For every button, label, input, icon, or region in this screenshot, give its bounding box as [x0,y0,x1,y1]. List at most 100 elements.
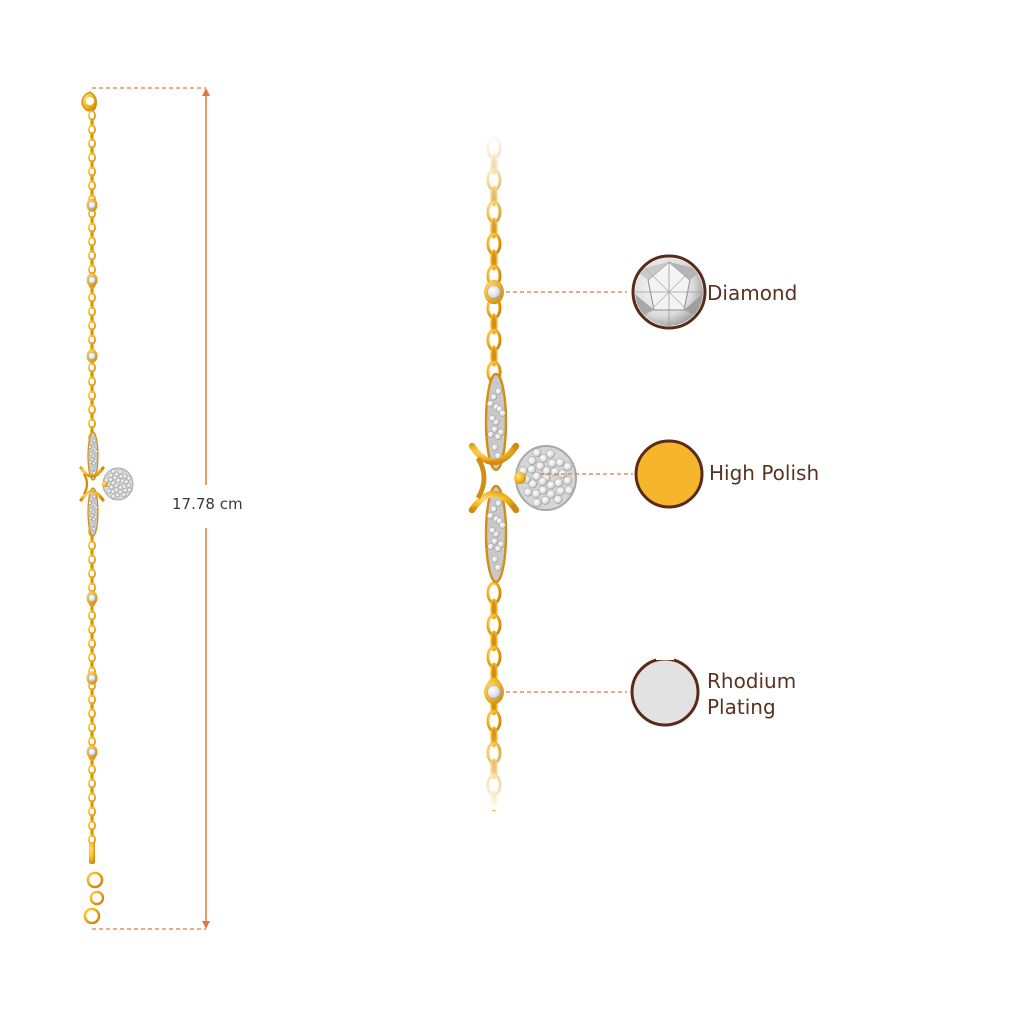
pave-diamond [94,505,99,510]
pave-diamond [541,495,550,505]
pave-diamond [88,501,92,505]
pave-diamond [538,454,548,463]
pave-diamond [491,537,499,545]
clasp-opening [86,97,94,105]
pave-diamond [532,471,542,481]
diamond-stone [87,351,97,361]
diamond-stone [87,673,97,683]
arrow-down-icon [202,921,210,929]
callout-label-rhodium-line1: Rhodium [707,669,797,693]
pave-diamond [486,400,494,408]
pave-diamond [553,495,563,504]
pave-diamond [564,485,574,495]
pave-diamond [88,445,92,449]
pave-diamond [118,474,124,479]
pave-diamond [563,462,573,471]
pave-diamond [556,486,566,496]
pave-diamond [117,469,123,475]
pave-diamond [126,483,132,488]
pave-diamond [499,521,506,529]
pave-diamond [111,494,116,499]
diamond-stone [87,275,97,285]
pave-diamond [535,461,545,471]
pave-diamond [546,480,556,490]
pave-diamond [114,471,119,477]
diamond-stone [87,747,97,757]
pave-diamond [124,479,129,485]
pave-diamond [532,448,542,458]
jump-ring [89,890,105,906]
diamond-stone [486,284,502,300]
pave-diamond [88,516,93,521]
pave-diamond [115,492,121,498]
pave-diamond [111,469,116,474]
pave-diamond [547,458,557,468]
pave-diamond [486,512,494,520]
pave-diamond [491,425,499,433]
pave-diamond [499,409,506,417]
pave-diamond [487,543,495,550]
pave-diamond [538,485,548,495]
pave-diamond [495,387,502,395]
pave-diamond [118,489,123,495]
pave-diamond [93,515,98,519]
charm-bail [102,481,108,487]
pave-diamond [554,478,564,488]
pave-diamond [527,464,537,474]
jump-ring [83,907,101,925]
pave-diamond [528,479,538,489]
pave-diamond [555,458,565,467]
pave-diamond [109,484,114,490]
pave-diamond [121,492,127,498]
pave-diamond [497,428,505,436]
callout-label-high-polish: High Polish [709,461,820,485]
pave-diamond [110,489,116,495]
pave-diamond [126,475,132,481]
pave-diamond [90,522,95,527]
pave-diamond [527,456,537,466]
pave-diamond [92,494,97,499]
pave-diamond [494,564,502,572]
pave-diamond [523,487,533,497]
pave-diamond [114,487,119,493]
zoomed-bracelet-detail [468,130,577,812]
charm-bail [514,472,526,484]
pave-diamond [90,441,94,446]
pave-diamond [123,488,128,493]
full-bracelet [79,91,134,925]
pave-diamond [90,466,95,471]
pave-diamond [92,527,96,531]
pave-diamond [487,431,495,438]
pave-diamond [88,460,93,465]
gold-wing [468,442,520,466]
pave-diamond [497,540,505,548]
pave-diamond [127,487,132,493]
pave-diamond [90,457,95,462]
callout-label-diamond: Diamond [707,281,798,305]
diamond-stone [486,684,502,700]
pave-diamond [550,467,560,477]
pave-diamond [488,414,496,422]
pave-diamond [112,475,118,481]
pave-diamond [122,473,128,479]
jump-ring [86,871,104,889]
pave-diamond [108,473,114,478]
gold-wing [475,456,487,500]
gold-wing [79,466,105,478]
pave-diamond [490,393,498,401]
callout-label-rhodium-plating: Rhodium Plating [707,668,796,720]
pave-diamond [546,489,556,499]
fade-overlay [470,730,530,810]
pave-diamond [89,508,93,512]
diamond-swatch-icon [631,254,707,330]
gold-wing [468,490,520,514]
callout-label-rhodium-line2: Plating [707,695,776,719]
pave-diamond [491,555,499,563]
callout-lines [506,291,633,693]
pave-diamond [90,497,94,502]
pave-diamond [92,438,97,443]
end-bar [89,842,95,864]
pave-diamond [93,459,98,463]
length-measurement-guide [92,87,210,930]
